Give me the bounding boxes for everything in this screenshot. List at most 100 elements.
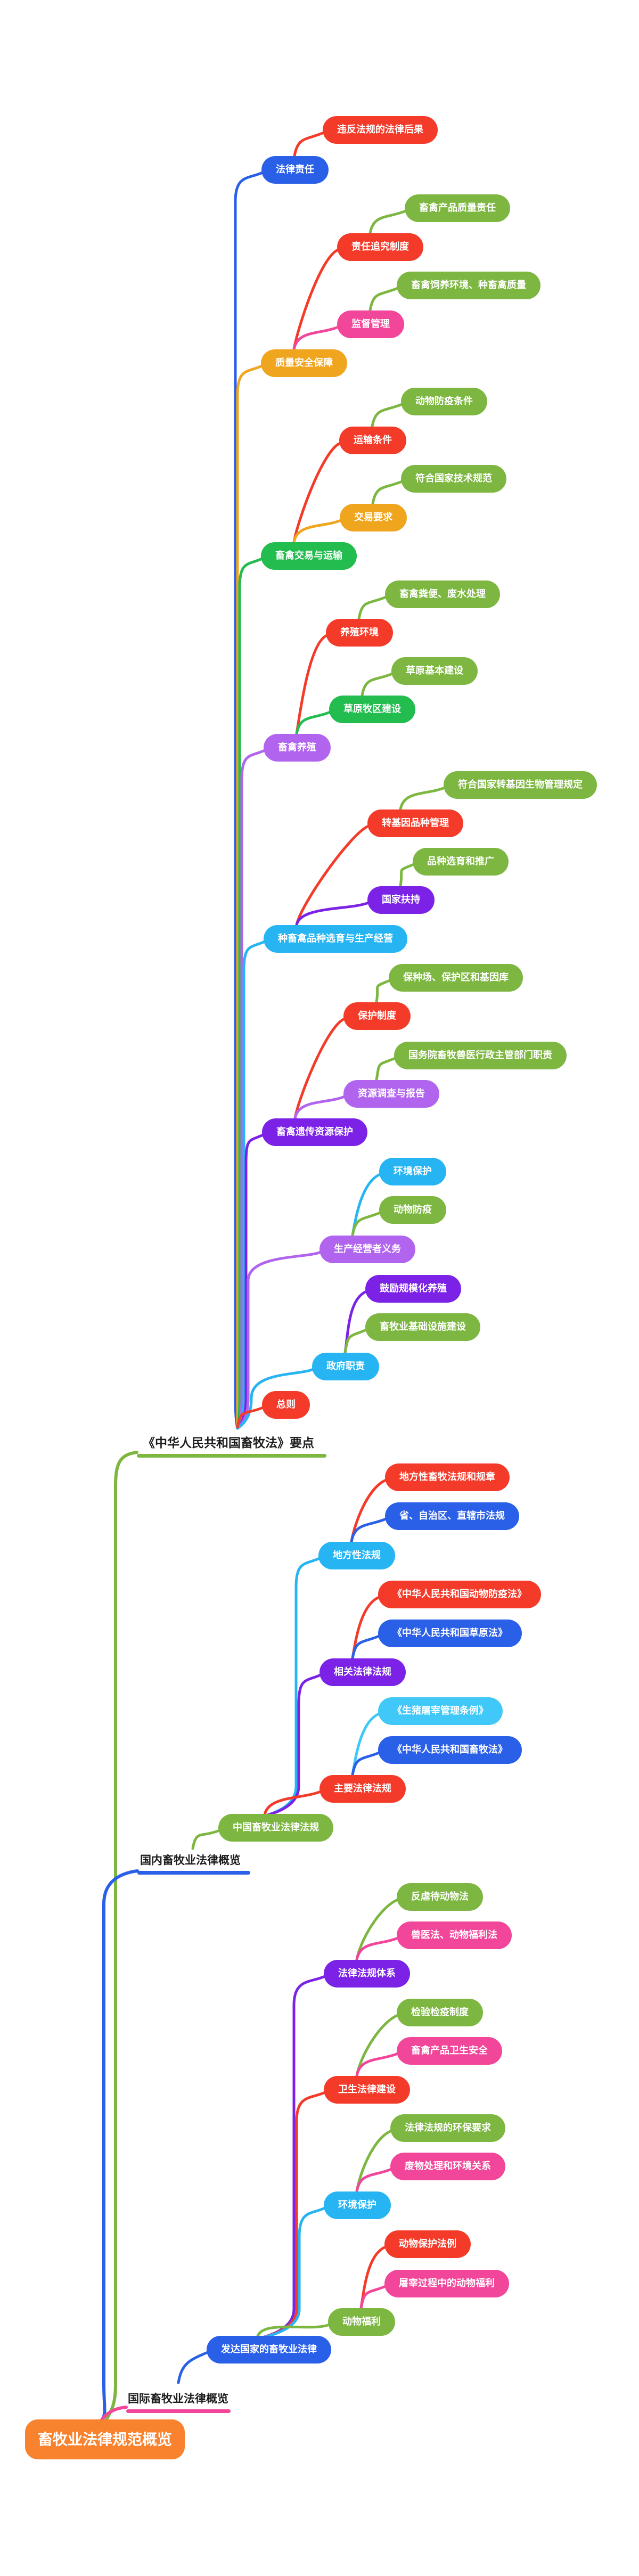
topic-animal-protection-statutes[interactable]: 动物保护法例 [384, 2230, 471, 2258]
edge-main-laws-and-regulations [263, 1790, 322, 1817]
topic-state-support[interactable]: 国家扶持 [367, 886, 435, 914]
edge-conform-national-technical-standards [371, 480, 404, 505]
topic-local-regulations[interactable]: 地方性法规 [318, 1542, 395, 1569]
topic-related-laws-and-regulations[interactable]: 相关法律法规 [320, 1658, 406, 1686]
topic-breeding-environment-and-breeder-quality[interactable]: 畜禽饲养环境、种畜禽质量 [397, 272, 540, 299]
topic-resource-survey-and-report[interactable]: 资源调查与报告 [343, 1080, 439, 1108]
edge-resource-survey-and-report [293, 1095, 346, 1120]
branch-international-livestock-law-overview-text: 国际畜牧业法律概览 [128, 2392, 228, 2405]
topic-legal-regulation-system[interactable]: 法律法规体系 [324, 1960, 410, 1988]
topic-slaughter-process-animal-welfare[interactable]: 屠宰过程中的动物福利 [384, 2270, 509, 2297]
topic-china-livestock-laws-and-regulations[interactable]: 中国畜牧业法律法规 [218, 1814, 333, 1842]
topic-livestock-product-hygiene-safety[interactable]: 畜禽产品卫生安全 [397, 2037, 502, 2065]
topic-transport-conditions[interactable]: 运输条件 [339, 427, 406, 454]
edge-related-laws-and-regulations [263, 1673, 322, 1818]
topic-anti-animal-cruelty-law[interactable]: 反虐待动物法 [397, 1883, 483, 1911]
edge-government-duties [236, 1368, 315, 1430]
branch-international-livestock-law-overview[interactable]: 国际畜牧业法律概览 [126, 2390, 231, 2413]
edge-conform-national-gmo-regulations [399, 786, 446, 811]
topic-grassland-basic-construction[interactable]: 草原基本建设 [391, 657, 478, 685]
branch-key-points-of-animal-husbandry-law-text: 《中华人民共和国畜牧法》要点 [143, 1436, 314, 1450]
topic-supervision-management[interactable]: 监督管理 [337, 310, 404, 338]
edge-slaughter-process-animal-welfare [359, 2285, 387, 2310]
edge-veterinary-and-animal-welfare-laws [355, 1936, 399, 1961]
branch-key-points-of-animal-husbandry-law-underline [137, 1454, 326, 1458]
edge-grassland-law [351, 1634, 381, 1660]
edge-livestock-product-hygiene-safety [355, 2052, 399, 2078]
topic-veterinary-and-animal-welfare-laws[interactable]: 兽医法、动物福利法 [397, 1921, 512, 1949]
edge-supervision-management [292, 325, 340, 351]
topic-general-provisions[interactable]: 总则 [262, 1391, 310, 1419]
topic-trading-requirements[interactable]: 交易要求 [340, 504, 407, 531]
topic-provincial-autonomous-municipal-regulations[interactable]: 省、自治区、直辖市法规 [385, 1502, 519, 1530]
edge-grassland-basic-construction [361, 672, 394, 697]
topic-developed-countries-livestock-laws[interactable]: 发达国家的畜牧业法律 [207, 2336, 331, 2364]
edge-grassland-pastoral-area-construction [295, 710, 332, 735]
edge-branch-domestic-livestock-law-overview [101, 1869, 139, 2422]
topic-government-duties[interactable]: 政府职责 [312, 1353, 379, 1380]
edge-general-provisions [236, 1406, 265, 1429]
edge-transport-conditions [292, 441, 342, 544]
topic-farming-environment[interactable]: 养殖环境 [326, 619, 393, 647]
topic-livestock-product-quality-responsibility[interactable]: 畜禽产品质量责任 [405, 194, 510, 222]
topic-inspection-quarantine-system[interactable]: 检验检疫制度 [397, 1999, 483, 2026]
topic-quality-safety-assurance[interactable]: 质量安全保障 [261, 349, 347, 377]
topic-conform-national-gmo-regulations[interactable]: 符合国家转基因生物管理规定 [444, 771, 597, 799]
topic-conservation-farms-zones-gene-banks[interactable]: 保种场、保护区和基因库 [389, 964, 523, 992]
edge-animal-welfare [256, 2323, 331, 2340]
topic-grassland-pastoral-area-construction[interactable]: 草原牧区建设 [329, 696, 415, 723]
edge-gmo-breed-management [295, 824, 370, 927]
root-topic[interactable]: 畜牧业法律规范概览 [25, 2419, 185, 2459]
topic-husbandry-infrastructure-construction[interactable]: 畜牧业基础设施建设 [365, 1313, 480, 1341]
edge-china-livestock-laws-and-regulations [191, 1829, 221, 1850]
topic-conform-national-technical-standards[interactable]: 符合国家技术规范 [401, 465, 506, 493]
topic-accountability-system[interactable]: 责任追究制度 [337, 233, 423, 261]
branch-domestic-livestock-law-overview-text: 国内畜牧业法律概览 [140, 1854, 241, 1867]
topic-animal-welfare[interactable]: 动物福利 [328, 2308, 395, 2336]
branch-domestic-livestock-law-overview-underline [137, 1871, 250, 1875]
topic-pig-slaughter-management-regulation[interactable]: 《生猪屠宰管理条例》 [378, 1697, 503, 1725]
edge-state-council-husbandry-dept-duties [375, 1057, 397, 1082]
topic-livestock-genetic-resources-protection[interactable]: 畜禽遗传资源保护 [262, 1118, 367, 1146]
topic-gmo-breed-management[interactable]: 转基因品种管理 [367, 809, 463, 837]
topic-main-laws-and-regulations[interactable]: 主要法律法规 [320, 1775, 406, 1803]
topic-animal-husbandry-law[interactable]: 《中华人民共和国畜牧法》 [378, 1736, 522, 1764]
branch-key-points-of-animal-husbandry-law[interactable]: 《中华人民共和国畜牧法》要点 [137, 1433, 326, 1458]
topic-state-council-husbandry-dept-duties[interactable]: 国务院畜牧兽医行政主管部门职责 [394, 1042, 567, 1069]
topic-legal-consequences-of-violations[interactable]: 违反法规的法律后果 [323, 116, 438, 144]
topic-environmental-protection-intl[interactable]: 环境保护 [324, 2191, 391, 2219]
topic-manure-wastewater-treatment[interactable]: 畜禽粪便、废水处理 [385, 580, 500, 608]
edge-developed-countries-livestock-laws [177, 2351, 209, 2384]
topic-livestock-farming[interactable]: 畜禽养殖 [264, 734, 331, 762]
topic-grassland-law[interactable]: 《中华人民共和国草原法》 [378, 1620, 522, 1647]
topic-environmental-protection-duty[interactable]: 环境保护 [379, 1158, 446, 1185]
edge-husbandry-infrastructure-construction [343, 1328, 368, 1354]
topic-breed-selection-and-promotion[interactable]: 品种选育和推广 [413, 848, 509, 876]
edge-manure-wastewater-treatment [357, 595, 388, 620]
edge-animal-husbandry-law [351, 1751, 381, 1777]
branch-domestic-livestock-law-overview[interactable]: 国内畜牧业法律概览 [137, 1852, 250, 1875]
edge-breed-selection-and-promotion [399, 863, 415, 888]
topic-animal-epidemic-prevention-conditions[interactable]: 动物防疫条件 [401, 388, 487, 415]
edge-breeding-environment-and-breeder-quality [368, 287, 399, 312]
topic-waste-treatment-and-environment[interactable]: 废物处理和环境关系 [390, 2153, 505, 2180]
topic-local-husbandry-regulations-and-rules[interactable]: 地方性畜牧法规和规章 [385, 1463, 510, 1491]
topic-animal-epidemic-prevention-duty[interactable]: 动物防疫 [379, 1196, 446, 1224]
edge-branch-international-livestock-law-overview [100, 2406, 128, 2422]
topic-protection-system[interactable]: 保护制度 [343, 1002, 411, 1030]
edge-state-support [295, 901, 370, 927]
topic-environmental-requirements-of-laws[interactable]: 法律法规的环保要求 [390, 2114, 505, 2142]
edge-provincial-autonomous-municipal-regulations [350, 1517, 388, 1543]
topic-breeder-selection-and-production[interactable]: 种畜禽品种选育与生产经营 [264, 925, 407, 953]
topic-producer-operator-obligations[interactable]: 生产经营者义务 [320, 1236, 415, 1263]
edge-animal-epidemic-prevention-duty [351, 1211, 382, 1237]
topic-animal-epidemic-prevention-law[interactable]: 《中华人民共和国动物防疫法》 [378, 1581, 541, 1608]
edge-conservation-farms-zones-gene-banks [375, 979, 391, 1004]
topic-hygiene-legislation[interactable]: 卫生法律建设 [324, 2076, 410, 2104]
topic-encourage-scale-farming[interactable]: 鼓励规模化养殖 [365, 1275, 461, 1303]
topic-livestock-trading-and-transport[interactable]: 畜禽交易与运输 [261, 542, 357, 570]
topic-legal-liability[interactable]: 法律责任 [261, 156, 329, 184]
